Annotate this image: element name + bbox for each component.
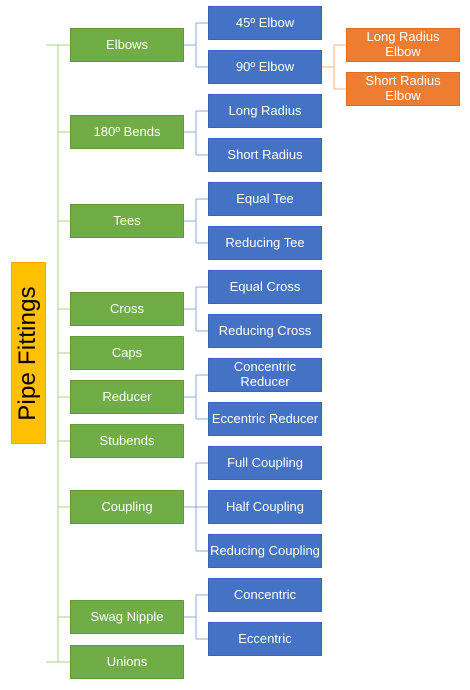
type-45-elbow: 45º Elbow <box>208 6 322 40</box>
category-180-bends: 180º Bends <box>70 115 184 149</box>
subtype-long-radius-elbow: Long Radius Elbow <box>346 28 460 62</box>
type-reducing-cross: Reducing Cross <box>208 314 322 348</box>
type-reducing-coupling: Reducing Coupling <box>208 534 322 568</box>
type-long-radius: Long Radius <box>208 94 322 128</box>
category-unions: Unions <box>70 645 184 679</box>
type-equal-cross: Equal Cross <box>208 270 322 304</box>
category-stubends: Stubends <box>70 424 184 458</box>
type-half-coupling: Half Coupling <box>208 490 322 524</box>
root-node-pipe-fittings: Pipe Fittings <box>11 262 46 444</box>
type-eccentric: Eccentric <box>208 622 322 656</box>
category-tees: Tees <box>70 204 184 238</box>
type-short-radius: Short Radius <box>208 138 322 172</box>
type-90-elbow: 90º Elbow <box>208 50 322 84</box>
category-elbows: Elbows <box>70 28 184 62</box>
type-eccentric-reducer: Eccentric Reducer <box>208 402 322 436</box>
category-cross: Cross <box>70 292 184 326</box>
type-full-coupling: Full Coupling <box>208 446 322 480</box>
type-reducing-tee: Reducing Tee <box>208 226 322 260</box>
type-concentric-reducer: Concentric Reducer <box>208 358 322 392</box>
category-coupling: Coupling <box>70 490 184 524</box>
root-label: Pipe Fittings <box>14 285 42 421</box>
category-caps: Caps <box>70 336 184 370</box>
category-swag-nipple: Swag Nipple <box>70 600 184 634</box>
type-equal-tee: Equal Tee <box>208 182 322 216</box>
category-reducer: Reducer <box>70 380 184 414</box>
subtype-short-radius-elbow: Short Radius Elbow <box>346 72 460 106</box>
type-concentric: Concentric <box>208 578 322 612</box>
